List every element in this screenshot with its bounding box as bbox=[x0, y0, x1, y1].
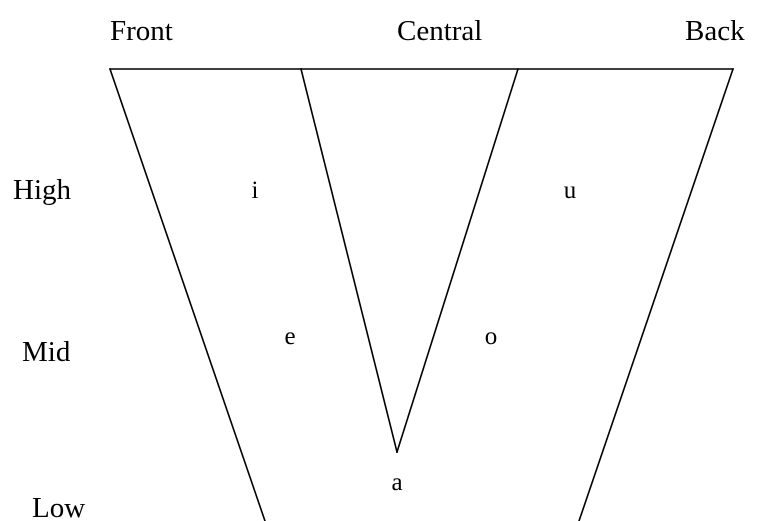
row-label-mid: Mid bbox=[22, 336, 71, 368]
column-label-front: Front bbox=[110, 15, 173, 47]
column-label-central: Central bbox=[397, 15, 482, 47]
vowel-u: u bbox=[564, 177, 577, 204]
vowel-a: a bbox=[391, 469, 402, 496]
vowel-o: o bbox=[485, 323, 498, 350]
vowel-i: i bbox=[252, 177, 259, 204]
row-label-low: Low bbox=[32, 492, 85, 521]
column-label-back: Back bbox=[685, 15, 745, 47]
row-label-high: High bbox=[13, 174, 72, 206]
back-edge-line bbox=[578, 67, 735, 521]
inner-right-line bbox=[395, 67, 520, 454]
vowel-e: e bbox=[284, 323, 295, 350]
inner-left-line bbox=[300, 68, 398, 453]
front-edge-line bbox=[108, 67, 266, 521]
